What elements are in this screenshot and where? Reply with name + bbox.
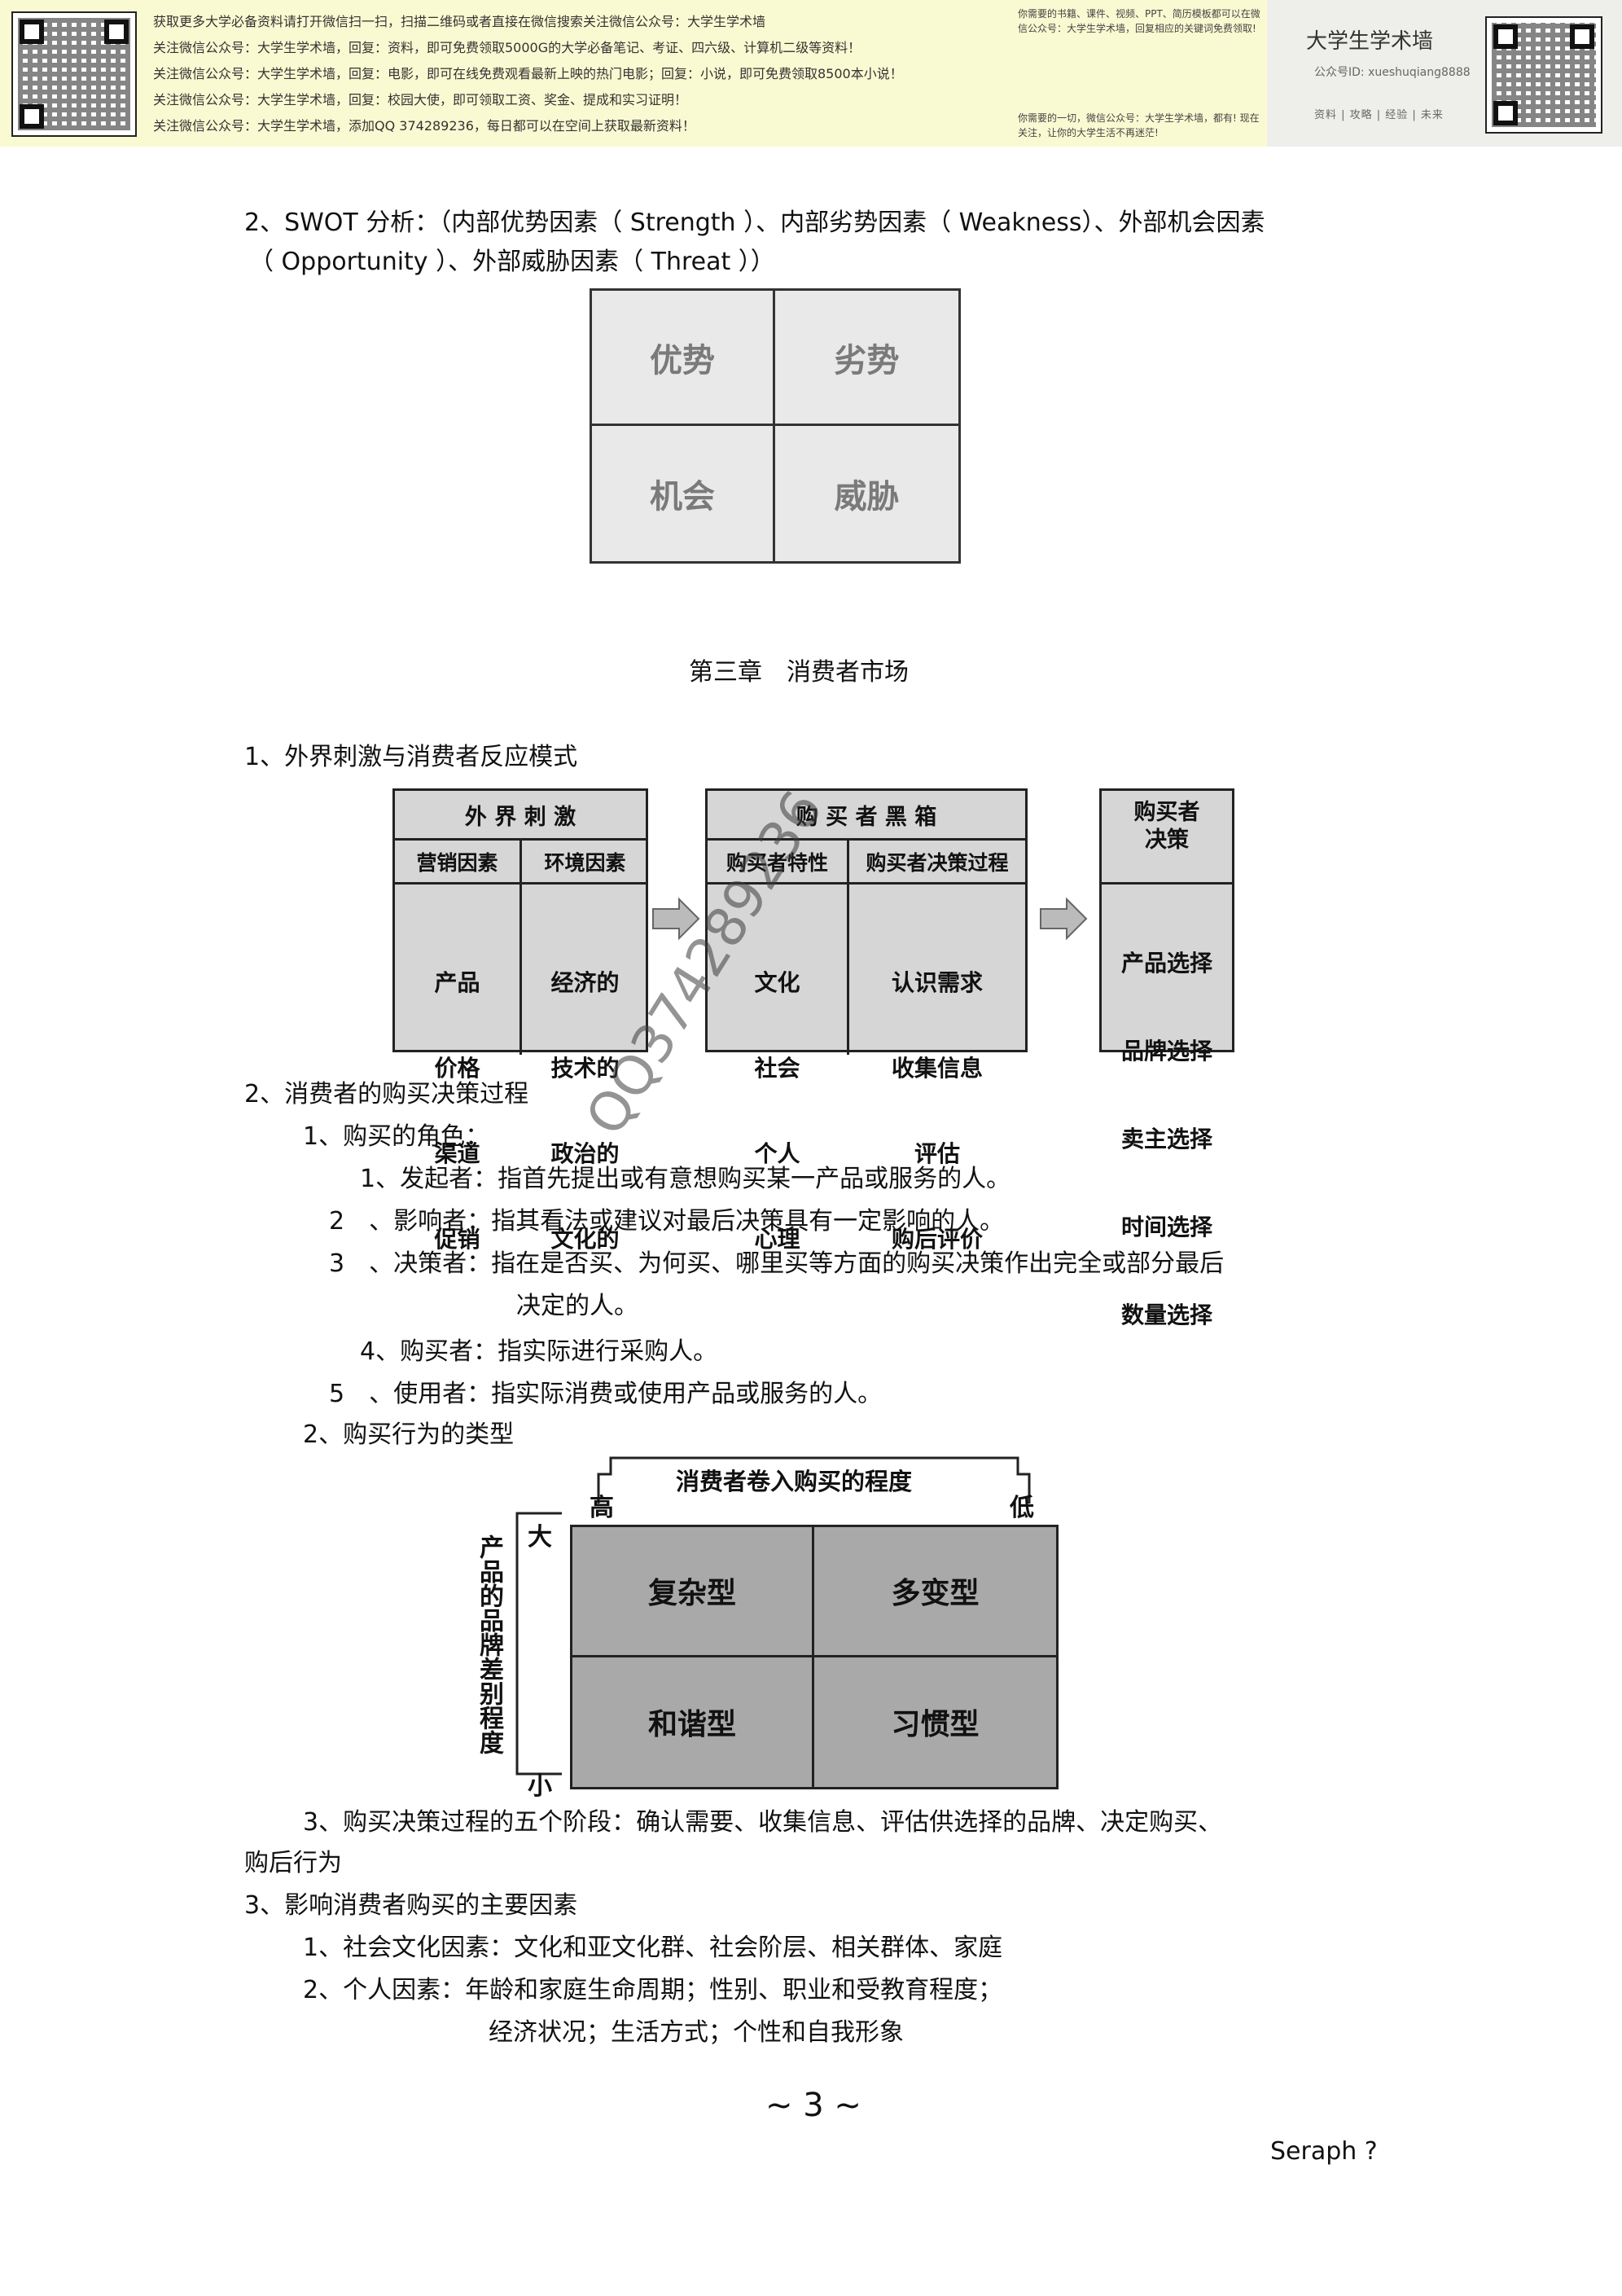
- decision-item: 产品选择: [1120, 950, 1212, 977]
- matrix-harmony: 和谐型: [572, 1657, 814, 1787]
- decision-box: 购买者 决策 产品选择 品牌选择 卖主选择 时间选择 数量选择: [1099, 788, 1234, 1328]
- stimulus-box: 外 界 刺 激 营销因素 环境因素 产品 价格 渠道 促销 经济的 技术的 政治…: [392, 788, 648, 1253]
- blackbox-col1-item: 文化: [754, 969, 800, 996]
- banner-line-4: 关注微信公众号：大学生学术墙，回复：校园大使，即可领取工资、奖金、提成和实习证明…: [153, 92, 688, 108]
- stimulus-col2-item: 技术的: [550, 1055, 620, 1082]
- swot-grid: 优势 劣势 机会 威胁: [590, 288, 961, 564]
- right-arrow-icon: [1040, 898, 1088, 940]
- blackbox-col1-list: 文化 社会 个人 心理: [708, 911, 847, 1310]
- stimulus-col1-header: 营销因素: [416, 851, 498, 875]
- account-card-links: 资料 | 攻略 | 经验 | 未来: [1314, 109, 1444, 121]
- matrix-habitual: 习惯型: [891, 1708, 980, 1742]
- decision-header: 购买者 决策: [1133, 800, 1200, 853]
- purchase-type-matrix: 复杂型 多变型 和谐型 习惯型: [570, 1525, 1059, 1789]
- stimulus-col1-list: 产品 价格 渠道 促销: [395, 911, 519, 1310]
- section2-title: 2、消费者的购买决策过程: [244, 1080, 529, 1108]
- matrix-brackets: [515, 1456, 1031, 1776]
- stimulus-col2-list: 经济的 技术的 政治的 文化的: [522, 911, 648, 1310]
- matrix-high-label: 高: [590, 1494, 614, 1522]
- matrix-side-label: 产品的品牌差别程度: [475, 1534, 503, 1754]
- blackbox-col2-item: 评估: [914, 1140, 960, 1167]
- blackbox-col1-item: 心理: [754, 1226, 800, 1253]
- stimulus-col1-item: 产品: [434, 969, 480, 996]
- swot-opportunity: 机会: [592, 426, 775, 561]
- matrix-variety: 多变型: [814, 1527, 1056, 1657]
- role-item: 5 、使用者：指实际消费或使用产品或服务的人。: [329, 1380, 883, 1408]
- section2-sub3-line2: 购后行为: [244, 1849, 342, 1877]
- stimulus-col2-item: 文化的: [550, 1226, 620, 1253]
- banner-right-bottom: 你需要的一切，微信公众号：大学生学术墙，都有! 现在关注，让你的大学生活不再迷茫…: [1018, 112, 1260, 138]
- swot-heading-line1: 2、SWOT 分析：（内部优势因素（ Strength ）、内部劣势因素（ We…: [244, 209, 1265, 237]
- chapter-title: 第三章 消费者市场: [689, 658, 909, 687]
- banner-line-3: 关注微信公众号：大学生学术墙，回复：电影，即可在线免费观看最新上映的热门电影；回…: [153, 66, 903, 81]
- stimulus-col2-item: 经济的: [550, 969, 620, 996]
- account-card: 大学生学术墙 公众号ID: xueshuqiang8888 资料 | 攻略 | …: [1267, 0, 1622, 147]
- matrix-complex: 复杂型: [572, 1527, 814, 1657]
- decision-item: 数量选择: [1120, 1302, 1212, 1328]
- blackbox-box: 购 买 者 黑 箱 购买者特性 购买者决策过程 文化 社会 个人 心理 认识需求…: [705, 788, 1028, 1253]
- swot-threat: 威胁: [834, 478, 900, 516]
- right-arrow-icon: [652, 898, 700, 940]
- page-number: ~ 3 ~: [765, 2087, 861, 2124]
- blackbox-col1-item: 个人: [754, 1140, 800, 1167]
- footer-author: Seraph ?: [1270, 2137, 1378, 2166]
- qr-code-right: [1485, 16, 1602, 134]
- account-card-title: 大学生学术墙: [1306, 29, 1434, 54]
- factor-item: 2、个人因素：年龄和家庭生命周期；性别、职业和受教育程度；: [303, 1976, 1003, 2004]
- swot-weakness: 劣势: [775, 291, 958, 426]
- decision-item: 品牌选择: [1120, 1038, 1212, 1065]
- stimulus-col1-item: 价格: [434, 1055, 480, 1082]
- stimulus-col2-header: 环境因素: [544, 851, 626, 875]
- section1-title: 1、外界刺激与消费者反应模式: [244, 743, 578, 771]
- blackbox-col2-header: 购买者决策过程: [866, 851, 1009, 875]
- stimulus-header: 外 界 刺 激: [464, 805, 576, 830]
- decision-list: 产品选择 品牌选择 卖主选择 时间选择 数量选择: [1102, 890, 1232, 1389]
- section2-sub3-line1: 3、购买决策过程的五个阶段：确认需要、收集信息、评估供选择的品牌、决定购买、: [303, 1808, 1223, 1837]
- banner-line-5: 关注微信公众号：大学生学术墙，添加QQ 374289236，每日都可以在空间上获…: [153, 118, 695, 134]
- blackbox-col2-item: 认识需求: [891, 969, 983, 996]
- swot-heading-line2: （ Opportunity ）、外部威胁因素（ Threat ））: [249, 248, 775, 276]
- section3-title: 3、影响消费者购买的主要因素: [244, 1891, 578, 1920]
- matrix-top-label: 消费者卷入购买的程度: [676, 1468, 913, 1495]
- account-card-id: 公众号ID: xueshuqiang8888: [1314, 66, 1471, 79]
- role-item-continued: 决定的人。: [516, 1292, 638, 1320]
- role-item: 2 、影响者：指其看法或建议对最后决策具有一定影响的人。: [329, 1207, 1005, 1236]
- factor-item-continued: 经济状况；生活方式；个性和自我形象: [489, 2018, 904, 2047]
- matrix-low-label: 低: [1010, 1494, 1034, 1522]
- matrix-big-label: 大: [528, 1523, 552, 1552]
- role-item: 1、发起者：指首先提出或有意想购买某一产品或服务的人。: [360, 1165, 1011, 1193]
- role-item: 4、购买者：指实际进行采购人。: [360, 1337, 718, 1366]
- stimulus-col1-item: 渠道: [434, 1140, 480, 1167]
- decision-item: 卖主选择: [1120, 1126, 1212, 1152]
- factor-item: 1、社会文化因素：文化和亚文化群、社会阶层、相关群体、家庭: [303, 1934, 1003, 1962]
- section2-sub2: 2、购买行为的类型: [303, 1420, 515, 1449]
- blackbox-col2-item: 购后评价: [891, 1226, 983, 1253]
- section2-sub1: 1、购买的角色：: [303, 1122, 490, 1151]
- matrix-small-label: 小: [528, 1772, 552, 1801]
- blackbox-col2-list: 认识需求 收集信息 评估 购后评价: [849, 911, 1025, 1310]
- banner-line-2: 关注微信公众号：大学生学术墙，回复：资料，即可免费领取5000G的大学必备笔记、…: [153, 40, 861, 55]
- stimulus-col2-item: 政治的: [550, 1140, 620, 1167]
- blackbox-col1-header: 购买者特性: [726, 851, 828, 875]
- promo-banner: 获取更多大学必备资料请打开微信扫一扫，扫描二维码或者直接在微信搜索关注微信公众号…: [0, 0, 1622, 147]
- blackbox-col1-item: 社会: [754, 1055, 800, 1082]
- stimulus-col1-item: 促销: [434, 1226, 480, 1253]
- blackbox-col2-item: 收集信息: [891, 1055, 983, 1082]
- banner-line-1: 获取更多大学必备资料请打开微信扫一扫，扫描二维码或者直接在微信搜索关注微信公众号…: [153, 14, 766, 29]
- banner-right-top: 你需要的书籍、课件、视频、PPT、简历模板都可以在微信公众号：大学生学术墙，回复…: [1018, 8, 1260, 34]
- qr-code-left: [11, 11, 137, 137]
- blackbox-header: 购 买 者 黑 箱: [796, 805, 937, 830]
- decision-item: 时间选择: [1120, 1214, 1212, 1240]
- role-item: 3 、决策者：指在是否买、为何买、哪里买等方面的购买决策作出完全或部分最后: [329, 1249, 1225, 1278]
- swot-strength: 优势: [592, 291, 775, 426]
